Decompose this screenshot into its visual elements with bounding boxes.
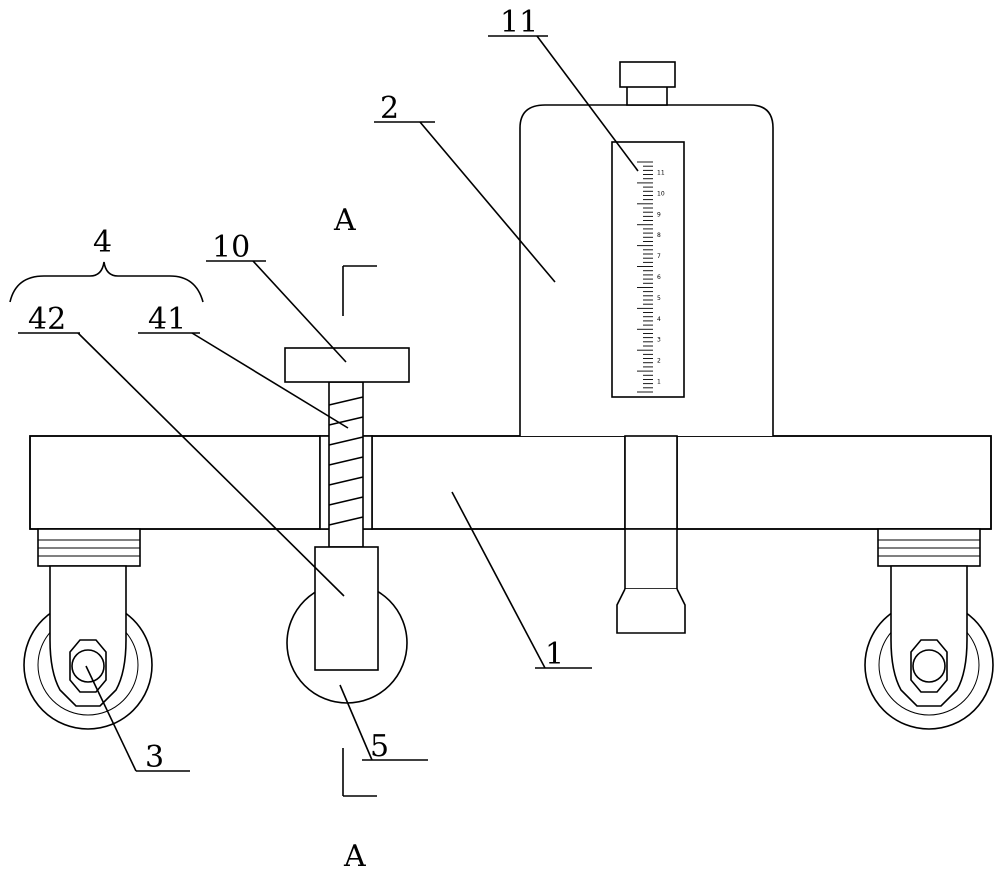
- screw-assembly: [284, 347, 410, 548]
- label-4: 4: [93, 225, 112, 260]
- screw-thread: [328, 396, 364, 526]
- label-11: 11: [500, 5, 538, 40]
- label-2: 2: [380, 91, 399, 126]
- part-labels: 11 2 A 4 10 42 41 1 5 3 A: [28, 5, 564, 872]
- scale-tick-label: 5: [657, 295, 661, 302]
- scale-tick-label: 2: [657, 358, 661, 365]
- base-plate: [29, 435, 992, 530]
- scale-tick-label: 3: [657, 337, 661, 344]
- measuring-scale: 1 2 3 4 5 6 7 8 9 10 11: [611, 141, 685, 398]
- scale-tick-label: 9: [657, 211, 661, 218]
- middle-wheel: [286, 546, 408, 704]
- left-caster: [23, 528, 153, 730]
- label-42: 42: [28, 302, 66, 337]
- label-section-top: A: [333, 203, 356, 238]
- label-1: 1: [545, 637, 564, 672]
- label-5: 5: [370, 729, 389, 764]
- label-section-bottom: A: [343, 839, 366, 872]
- scale-tick-label: 1: [657, 379, 661, 386]
- label-41: 41: [148, 302, 186, 337]
- leader-lines: [18, 35, 639, 772]
- outlet-pipe: [616, 435, 686, 634]
- label-3: 3: [145, 740, 164, 775]
- scale-tick-label: 10: [657, 190, 665, 197]
- scale-tick-label: 4: [657, 316, 661, 323]
- section-marker-bottom: [342, 748, 377, 797]
- label-10: 10: [212, 230, 250, 265]
- scale-tick-label: 6: [657, 274, 661, 281]
- scale-tick-label: 8: [657, 232, 661, 239]
- scale-ticks: 1 2 3 4 5 6 7 8 9 10 11: [637, 161, 665, 393]
- group-brace: [9, 261, 204, 303]
- right-caster: [864, 528, 994, 730]
- section-marker-top: [342, 265, 377, 316]
- scale-tick-label: 7: [657, 253, 661, 260]
- scale-tick-label: 11: [657, 169, 665, 176]
